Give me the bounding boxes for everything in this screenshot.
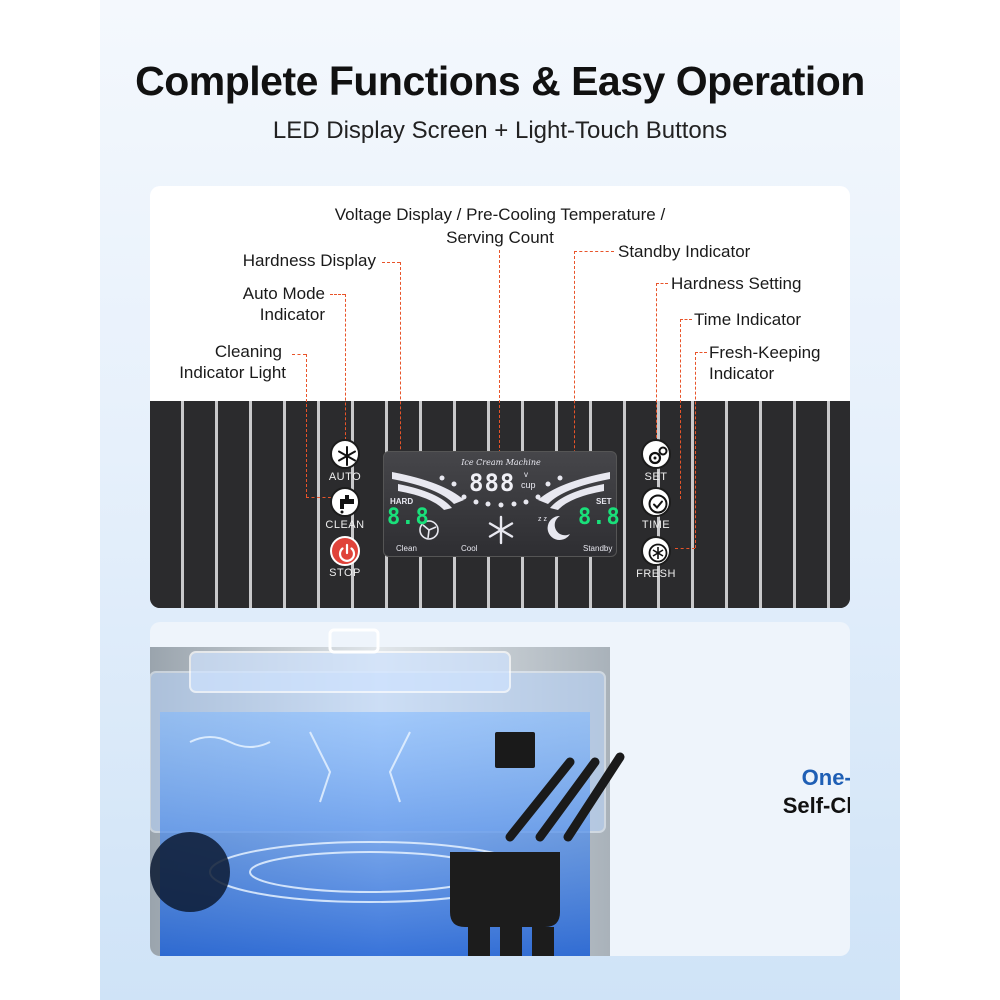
leader-standby-v — [574, 251, 575, 513]
lcd-set-label: SET — [596, 497, 612, 506]
callout-voltage-line1: Voltage Display / Pre-Cooling Temperatur… — [334, 205, 666, 224]
lcd-standby-label: Standby — [583, 544, 613, 553]
leader-standby-h — [574, 251, 614, 252]
callout-cleaning-line2: Indicator Light — [179, 363, 286, 382]
callout-fresh-line1: Fresh-Keeping — [709, 343, 821, 362]
fresh-keeping-icon — [648, 543, 668, 563]
callout-voltage-line2: Serving Count — [446, 228, 554, 247]
faucet-icon — [340, 495, 354, 514]
callout-auto-mode-line1: Auto Mode — [242, 284, 325, 303]
control-panel-card: Voltage Display / Pre-Cooling Temperatur… — [150, 186, 850, 608]
feature-subtitle: Self-Cleaning — [782, 793, 850, 818]
page-subtitle: LED Display Screen + Light-Touch Buttons — [272, 117, 728, 144]
power-icon — [338, 543, 356, 562]
leader-fresh-v — [695, 352, 696, 548]
callout-hardness-display: Hardness Display — [242, 251, 376, 270]
fresh-button[interactable] — [641, 536, 671, 566]
clean-button[interactable] — [330, 487, 360, 517]
leader-clean-h — [292, 354, 306, 355]
leader-hardness-v — [400, 262, 401, 494]
page-title: Complete Functions & Easy Operation — [135, 58, 865, 104]
callout-cleaning-line1: Cleaning — [214, 342, 282, 361]
stop-button[interactable] — [330, 536, 360, 566]
auto-button-label: AUTO — [328, 471, 362, 483]
lcd-brand-text: Ice Cream Machine — [461, 458, 541, 467]
lcd-unit-cup: cup — [521, 480, 536, 490]
callout-standby: Standby Indicator — [618, 242, 751, 261]
lcd-cool-label: Cool — [461, 544, 478, 553]
leader-clean-h2 — [306, 497, 331, 498]
callout-auto-mode-line2: Indicator — [259, 305, 325, 324]
lcd-clean-label: Clean — [396, 544, 417, 553]
gears-icon — [648, 446, 668, 465]
leader-set-v — [656, 283, 657, 443]
lcd-sleep-z: z z — [538, 516, 547, 523]
time-button-label: TIME — [641, 519, 671, 531]
lcd-snowflake-icon — [488, 515, 514, 545]
clean-button-label: CLEAN — [325, 519, 365, 531]
auto-button[interactable] — [330, 439, 360, 469]
leader-fresh-h2 — [675, 548, 695, 549]
clock-check-icon — [648, 494, 668, 514]
leader-auto-h — [330, 294, 345, 295]
snowflake-icon — [338, 446, 356, 466]
lcd-hard-digits: 8.8 — [387, 505, 430, 530]
lcd-main-digits: 888 — [469, 469, 516, 497]
leader-time-h — [680, 319, 692, 320]
lcd-set-digits: 8.8 — [578, 505, 621, 530]
leader-hardness-h — [382, 262, 400, 263]
fresh-button-label: FRESH — [636, 568, 676, 580]
time-button[interactable] — [641, 487, 671, 517]
fan-icon — [419, 520, 439, 540]
lcd-display: Ice Cream Machine 888 v cup HARD 8.8 SET… — [383, 451, 620, 557]
lcd-wing-graphics — [392, 472, 610, 545]
product-photo-card: One-Click Self-Cleaning — [150, 622, 850, 956]
callout-hardness-setting: Hardness Setting — [671, 274, 802, 293]
leader-time-v — [680, 319, 681, 499]
feature-title: One-Click — [801, 765, 850, 790]
stop-button-label: STOP — [329, 567, 361, 579]
leader-auto-v — [345, 294, 346, 440]
set-button[interactable] — [641, 439, 671, 469]
callout-time-indicator: Time Indicator — [694, 310, 802, 329]
callout-fresh-line2: Indicator — [709, 364, 775, 383]
leader-voltage — [499, 250, 500, 458]
lcd-unit-v: v — [524, 470, 528, 479]
set-button-label: SET — [644, 471, 668, 483]
leader-set-h — [656, 283, 668, 284]
machine-illustration — [150, 628, 625, 956]
moon-icon — [547, 515, 570, 540]
lcd-hard-label: HARD — [390, 497, 414, 506]
leader-clean-v1 — [306, 354, 307, 497]
leader-fresh-h — [695, 352, 707, 353]
